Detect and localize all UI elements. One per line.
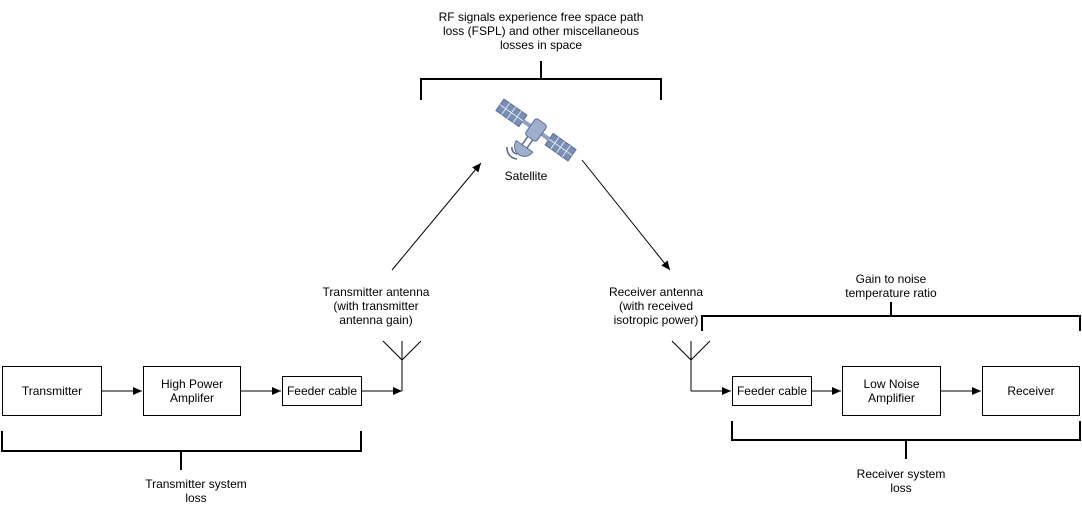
tx-feeder-cable-block: Feeder cable bbox=[282, 376, 362, 406]
transmitter-antenna-label: Transmitter antenna (with transmitter an… bbox=[322, 285, 430, 327]
space-bracket bbox=[420, 61, 662, 100]
rx-loss-label: Receiver system loss bbox=[856, 467, 946, 495]
satellite-label: Satellite bbox=[504, 169, 548, 183]
transmitter-block: Transmitter bbox=[2, 366, 102, 416]
tx-loss-label: Transmitter system loss bbox=[145, 477, 247, 505]
rx-feeder-cable-block: Feeder cable bbox=[732, 376, 812, 406]
transmitter-antenna-icon bbox=[382, 340, 422, 391]
high-power-amplifier-block: High Power Amplifer bbox=[143, 366, 241, 416]
receiver-antenna-label: Receiver antenna (with received isotropi… bbox=[608, 285, 704, 327]
tx-loss-bracket bbox=[1, 431, 362, 470]
signal-waves-icon bbox=[506, 146, 518, 160]
downlink-arrow bbox=[581, 159, 671, 271]
space-note: RF signals experience free space path lo… bbox=[438, 10, 644, 52]
low-noise-amplifier-block: Low Noise Amplifier bbox=[842, 366, 941, 416]
receiver-block: Receiver bbox=[982, 366, 1080, 416]
gt-bracket bbox=[701, 302, 1081, 331]
receiver-antenna-icon bbox=[671, 340, 711, 391]
gt-label: Gain to noise temperature ratio bbox=[845, 272, 937, 300]
uplink-arrow bbox=[391, 162, 482, 271]
rx-loss-bracket bbox=[731, 421, 1081, 459]
satellite-icon bbox=[495, 98, 577, 162]
